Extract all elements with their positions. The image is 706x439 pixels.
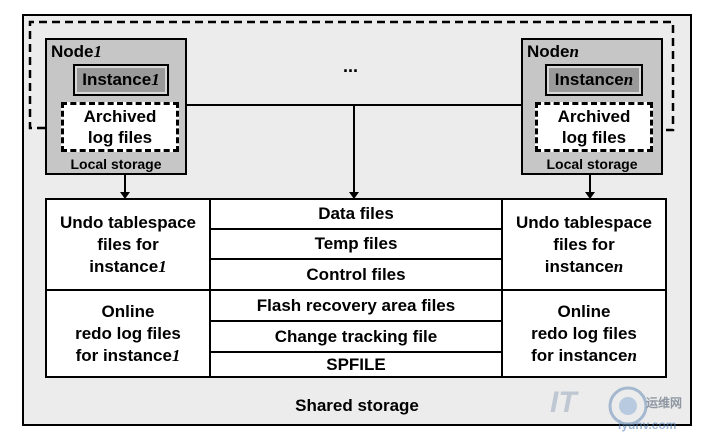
watermark-logo-icon [608,386,648,426]
undo-line3: instance1 [89,256,167,276]
local-storage-label: Local storage [70,156,162,172]
archived-line1: Archived [557,107,631,126]
flash-recovery-area-files: Flash recovery area files [209,289,503,322]
arrowhead-center [349,192,359,199]
undo-line1: Undo tablespace [515,212,653,232]
arrowhead-right [585,192,595,199]
ellipsis: ... [343,56,359,76]
redo-line3: for instance1 [75,345,181,365]
archived-line2: log files [87,128,153,147]
data-files: Data files [209,198,503,230]
redo-line3: for instancen [531,345,637,365]
arrowhead-left [120,192,130,199]
redo-line1: Online [101,301,155,321]
node-n-title: Noden [527,42,579,61]
undo-line2: files for [553,234,615,254]
watermark-brand: IT [550,386,577,419]
watermark-site: iyunv.com [618,418,677,432]
change-tracking-file: Change tracking file [209,320,503,353]
watermark-site-cn: 运维网 [646,396,683,410]
control-files: Control files [209,258,503,291]
redo-line2: redo log files [75,323,181,343]
undo-line1: Undo tablespace [59,212,197,232]
local-storage-label: Local storage [546,156,638,172]
archived-line1: Archived [83,107,157,126]
watermark: IT 运维网 iyunv.com [548,378,698,434]
archived-log-files-n: Archived log files [535,102,653,152]
spfile: SPFILE [209,351,503,378]
node-1-title: Node1 [51,42,102,61]
undo-line3: instancen [544,256,624,276]
undo-line2: files for [97,234,159,254]
shared-storage-label: Shared storage [295,396,419,415]
archived-line2: log files [561,128,627,147]
redo-line2: redo log files [531,323,637,343]
archived-log-files-1: Archived log files [61,102,179,152]
temp-files: Temp files [209,228,503,260]
redo-line1: Online [557,301,611,321]
cluster-boundary [28,20,675,132]
